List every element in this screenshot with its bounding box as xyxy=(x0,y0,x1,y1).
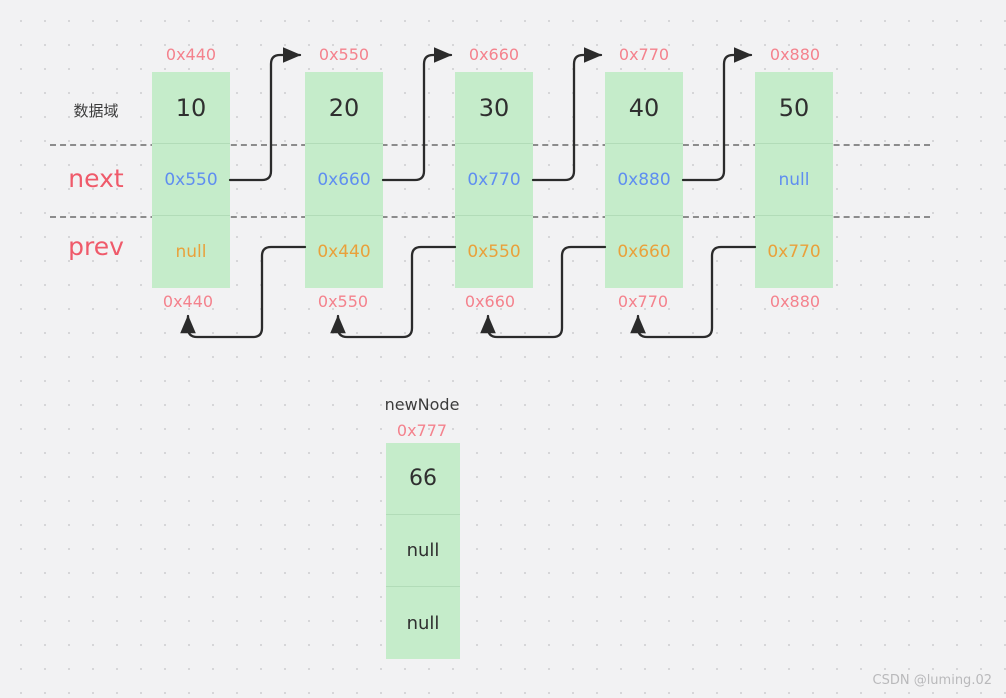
node-bottom-address: 0x660 xyxy=(464,292,516,311)
new-node: 66 null null xyxy=(386,443,460,659)
node-next-cell: 0x880 xyxy=(605,144,683,216)
list-node: 30 0x770 0x550 xyxy=(455,72,533,288)
watermark: CSDN @luming.02 xyxy=(872,673,993,688)
node-data-cell: 30 xyxy=(455,72,533,144)
new-node-next-cell: null xyxy=(386,515,460,587)
new-node-label: newNode xyxy=(384,395,460,414)
node-bottom-address: 0x770 xyxy=(617,292,669,311)
node-top-address: 0x770 xyxy=(618,45,670,64)
node-bottom-address: 0x550 xyxy=(317,292,369,311)
next-arrow xyxy=(681,47,753,182)
node-data-cell: 50 xyxy=(755,72,833,144)
node-bottom-address: 0x440 xyxy=(162,292,214,311)
new-node-data-cell: 66 xyxy=(386,443,460,515)
node-prev-cell: 0x440 xyxy=(305,216,383,288)
node-top-address: 0x550 xyxy=(318,45,370,64)
node-prev-cell: 0x660 xyxy=(605,216,683,288)
node-top-address: 0x440 xyxy=(165,45,217,64)
list-node: 40 0x880 0x660 xyxy=(605,72,683,288)
node-prev-cell: 0x770 xyxy=(755,216,833,288)
row-label-prev: prev xyxy=(68,232,124,261)
row-label-data: 数据域 xyxy=(73,102,119,120)
list-node: 10 0x550 null xyxy=(152,72,230,288)
node-next-cell: 0x550 xyxy=(152,144,230,216)
node-data-cell: 10 xyxy=(152,72,230,144)
node-prev-cell: null xyxy=(152,216,230,288)
node-bottom-address: 0x880 xyxy=(769,292,821,311)
node-data-cell: 40 xyxy=(605,72,683,144)
new-node-address: 0x777 xyxy=(396,421,448,440)
node-prev-cell: 0x550 xyxy=(455,216,533,288)
next-arrow xyxy=(228,47,302,182)
next-arrow xyxy=(381,47,453,182)
node-top-address: 0x660 xyxy=(468,45,520,64)
next-arrow xyxy=(531,47,603,182)
node-next-cell: 0x660 xyxy=(305,144,383,216)
new-node-prev-cell: null xyxy=(386,587,460,659)
node-next-cell: 0x770 xyxy=(455,144,533,216)
list-node: 50 null 0x770 xyxy=(755,72,833,288)
node-data-cell: 20 xyxy=(305,72,383,144)
list-node: 20 0x660 0x440 xyxy=(305,72,383,288)
row-label-next: next xyxy=(68,164,124,193)
node-next-cell: null xyxy=(755,144,833,216)
node-top-address: 0x880 xyxy=(769,45,821,64)
